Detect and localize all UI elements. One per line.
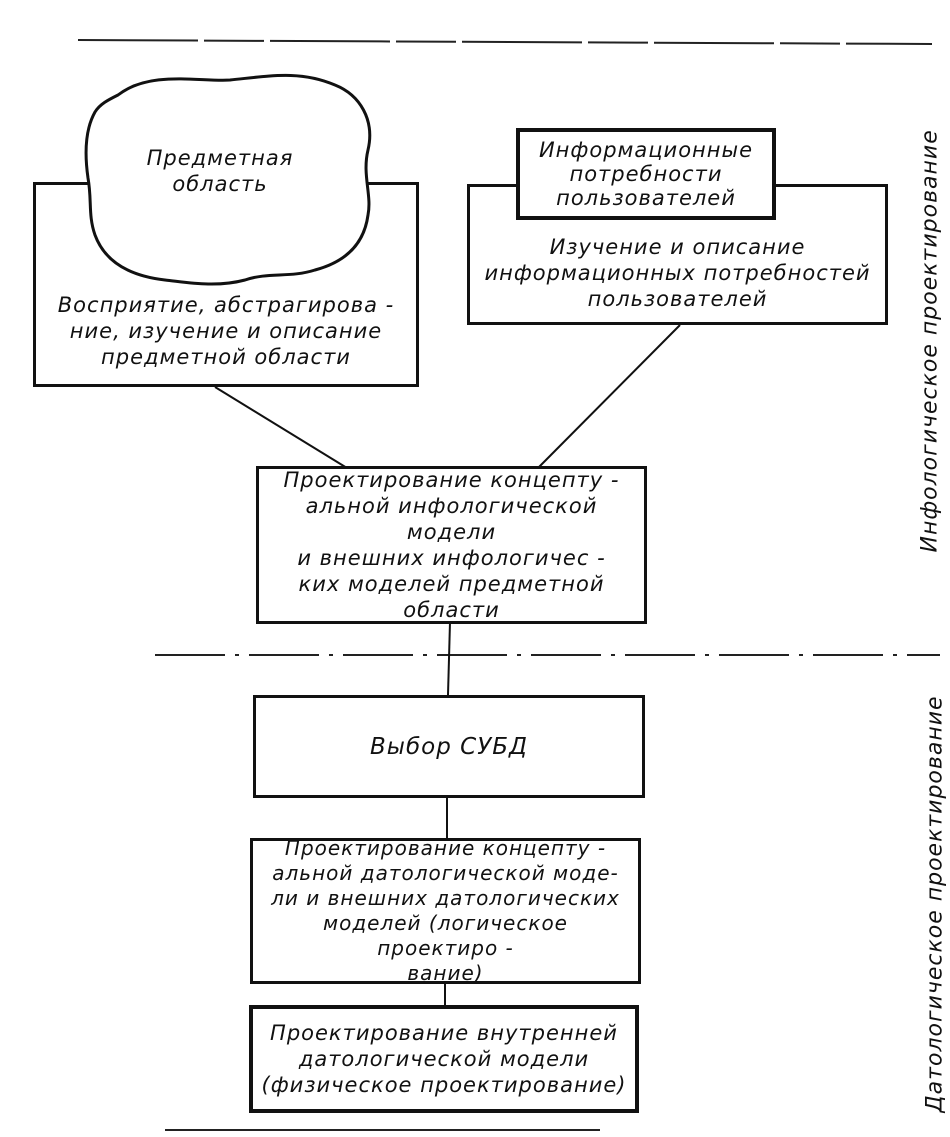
internal-datological-text: Проектирование внутренней датологической…: [261, 1021, 627, 1097]
conceptual-infological-box: Проектирование концепту - альной инфолог…: [256, 466, 647, 624]
subject-area-label: Предметная область: [146, 146, 294, 196]
dbms-choice-box: Выбор СУБД: [253, 695, 645, 798]
dbms-choice-text: Выбор СУБД: [370, 733, 528, 760]
needs-study-text: Изучение и описание информационных потре…: [484, 235, 871, 311]
connector-needs-to-conceptual: [537, 324, 681, 469]
info-needs-box: Информационные потребности пользователей: [516, 128, 776, 220]
conceptual-datological-box: Проектирование концепту - альной датолог…: [250, 836, 641, 985]
connector-conceptual-to-dbms: [447, 621, 451, 696]
infological-phase-label: Инфологическое проектирование: [917, 129, 943, 553]
connector-perception-to-conceptual: [214, 386, 348, 469]
info-needs-text: Информационные потребности пользователей: [538, 138, 754, 210]
internal-datological-box: Проектирование внутренней датологической…: [249, 1005, 639, 1113]
conceptual-datological-text: Проектирование концепту - альной датолог…: [271, 836, 620, 985]
perception-text: Восприятие, абстрагирова - ние, изучение…: [57, 293, 395, 369]
top-rule: [77, 39, 933, 45]
datological-phase-label: Датологическое проектирование: [922, 695, 948, 1113]
conceptual-infological-text: Проектирование концепту - альной инфолог…: [283, 468, 620, 622]
